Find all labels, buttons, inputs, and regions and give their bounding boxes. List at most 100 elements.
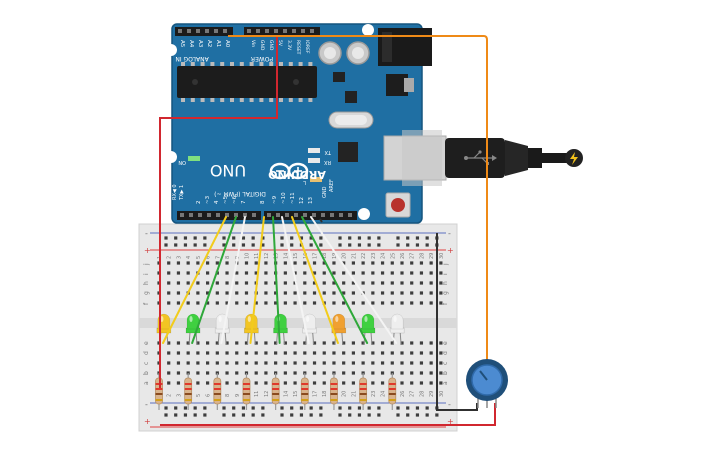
bb-hole[interactable]	[303, 291, 307, 295]
bb-hole[interactable]	[235, 281, 239, 285]
power-header[interactable]	[244, 27, 320, 36]
digital-pin[interactable]	[225, 213, 229, 217]
bb-hole[interactable]	[283, 361, 287, 365]
led[interactable]	[389, 313, 405, 346]
bb-hole[interactable]	[244, 261, 249, 265]
power-pin[interactable]	[283, 29, 287, 33]
bb-hole[interactable]	[429, 361, 433, 365]
bb-rail-hole[interactable]	[415, 413, 420, 417]
bb-hole[interactable]	[429, 291, 433, 295]
bb-hole[interactable]	[176, 381, 181, 385]
bb-hole[interactable]	[410, 371, 414, 375]
digital-pin[interactable]	[321, 213, 325, 217]
bb-hole[interactable]	[206, 371, 210, 375]
bb-hole[interactable]	[215, 301, 219, 305]
bb-hole[interactable]	[274, 301, 278, 305]
bb-hole[interactable]	[235, 271, 239, 275]
bb-hole[interactable]	[351, 341, 355, 345]
bb-rail-hole[interactable]	[241, 413, 246, 417]
bb-hole[interactable]	[264, 261, 268, 265]
bb-hole[interactable]	[400, 371, 404, 375]
bb-hole[interactable]	[351, 301, 355, 305]
bb-hole[interactable]	[167, 361, 171, 365]
bb-hole[interactable]	[371, 281, 375, 285]
bb-hole[interactable]	[439, 301, 443, 305]
bb-hole[interactable]	[419, 281, 424, 285]
bb-rail-hole[interactable]	[338, 406, 342, 410]
bb-hole[interactable]	[322, 351, 326, 355]
bb-hole[interactable]	[215, 361, 219, 365]
bb-hole[interactable]	[283, 371, 287, 375]
bb-hole[interactable]	[429, 261, 433, 265]
bb-hole[interactable]	[215, 261, 219, 265]
bb-hole[interactable]	[342, 341, 346, 345]
bb-rail-hole[interactable]	[319, 413, 323, 417]
arduino-uno-board[interactable]: ARDUINO UNO ON TX RX L DIGITAL (PWM ~) A…	[165, 23, 447, 224]
bb-hole[interactable]	[390, 301, 394, 305]
digital-pin[interactable]	[189, 213, 193, 217]
bb-hole[interactable]	[186, 351, 190, 355]
power-pin[interactable]	[247, 29, 251, 33]
bb-hole[interactable]	[167, 281, 171, 285]
digital-pin[interactable]	[339, 213, 343, 217]
bb-rail-hole[interactable]	[348, 243, 352, 247]
bb-hole[interactable]	[167, 261, 171, 265]
digital-pin[interactable]	[243, 213, 247, 217]
bb-rail-hole[interactable]	[338, 413, 342, 417]
bb-rail-hole[interactable]	[338, 236, 342, 240]
bb-hole[interactable]	[283, 341, 287, 345]
bb-hole[interactable]	[196, 351, 200, 355]
bb-hole[interactable]	[225, 271, 229, 275]
bb-rail-hole[interactable]	[319, 236, 323, 240]
led[interactable]	[185, 313, 201, 346]
led[interactable]	[302, 313, 317, 346]
bb-hole[interactable]	[439, 271, 443, 275]
bb-hole[interactable]	[361, 281, 365, 285]
bb-rail-hole[interactable]	[357, 236, 362, 240]
bb-hole[interactable]	[206, 271, 210, 275]
bb-rail-hole[interactable]	[164, 413, 168, 417]
bb-hole[interactable]	[371, 341, 375, 345]
bb-hole[interactable]	[274, 341, 278, 345]
power-pin[interactable]	[265, 29, 269, 33]
bb-hole[interactable]	[371, 291, 375, 295]
bb-hole[interactable]	[254, 301, 258, 305]
wire-signal[interactable]	[272, 216, 281, 344]
bb-hole[interactable]	[371, 301, 375, 305]
analog-pin[interactable]	[187, 29, 191, 33]
bb-hole[interactable]	[264, 351, 268, 355]
bb-hole[interactable]	[419, 271, 424, 275]
bb-rail-hole[interactable]	[193, 236, 197, 240]
bb-hole[interactable]	[254, 261, 258, 265]
bb-hole[interactable]	[410, 291, 414, 295]
bb-rail-hole[interactable]	[299, 406, 304, 410]
bb-rail-hole[interactable]	[290, 243, 294, 247]
bb-hole[interactable]	[244, 281, 249, 285]
digital-pin[interactable]	[276, 213, 280, 217]
digital-pin[interactable]	[294, 213, 298, 217]
bb-hole[interactable]	[225, 341, 229, 345]
bb-hole[interactable]	[274, 291, 278, 295]
analog-pin[interactable]	[205, 29, 209, 33]
bb-hole[interactable]	[419, 381, 424, 385]
bb-rail-hole[interactable]	[415, 243, 420, 247]
bb-rail-hole[interactable]	[232, 413, 236, 417]
bb-hole[interactable]	[342, 281, 346, 285]
bb-hole[interactable]	[196, 341, 200, 345]
bb-hole[interactable]	[225, 361, 229, 365]
wire-signal[interactable]	[220, 216, 246, 344]
bb-rail-hole[interactable]	[251, 236, 255, 240]
bb-hole[interactable]	[342, 301, 346, 305]
bb-hole[interactable]	[176, 341, 181, 345]
bb-rail-hole[interactable]	[280, 243, 284, 247]
bb-hole[interactable]	[293, 301, 297, 305]
power-pin[interactable]	[292, 29, 296, 33]
bb-rail-hole[interactable]	[290, 413, 294, 417]
bb-hole[interactable]	[293, 261, 297, 265]
bb-rail-hole[interactable]	[280, 413, 284, 417]
bb-hole[interactable]	[225, 381, 229, 385]
bb-hole[interactable]	[322, 361, 326, 365]
bb-hole[interactable]	[225, 281, 229, 285]
bb-hole[interactable]	[439, 261, 443, 265]
bb-hole[interactable]	[361, 261, 365, 265]
